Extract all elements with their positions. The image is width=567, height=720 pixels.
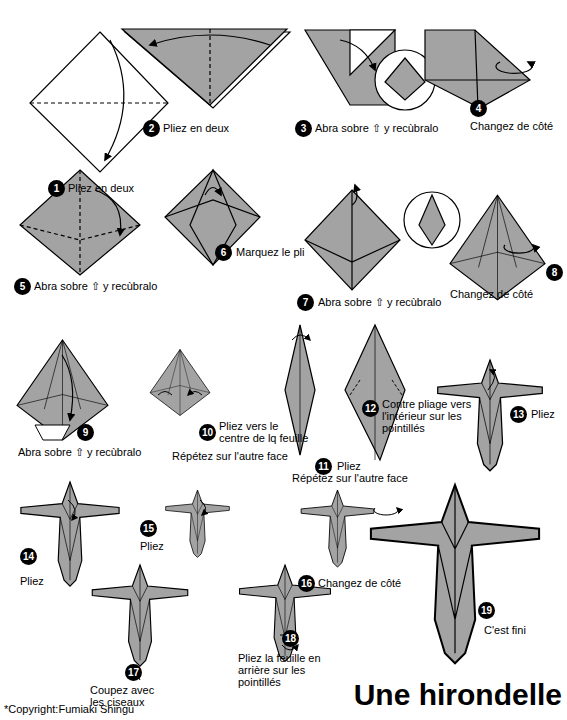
- step-number: 1: [48, 180, 65, 197]
- step-number: 9: [77, 424, 94, 441]
- step-number: 4: [470, 100, 487, 117]
- step-number: 10: [199, 424, 216, 441]
- step-number-text: 15: [143, 523, 154, 534]
- step-instruction: Changez de côté: [450, 288, 533, 300]
- step-number: 6: [215, 244, 232, 261]
- step-instruction: Répétez sur l'autre face: [172, 450, 288, 462]
- step-number: 19: [478, 602, 495, 619]
- step-number: 12: [362, 400, 379, 417]
- step-instruction: Pliez: [531, 408, 555, 420]
- step-instruction: Changez de côté: [470, 120, 553, 132]
- step-instruction: Pliez: [140, 540, 164, 552]
- step-number-text: 4: [476, 103, 482, 114]
- step-number: 13: [510, 406, 527, 423]
- step-number-text: 13: [513, 409, 524, 420]
- step-instruction: Répétez sur l'autre face: [292, 472, 408, 484]
- step-number-text: 8: [552, 267, 558, 278]
- step-number: 14: [20, 548, 37, 565]
- step-instruction: Pliez: [337, 460, 361, 472]
- step-number-text: 6: [221, 247, 227, 258]
- step-number: 17: [125, 664, 142, 681]
- step-number-text: 2: [149, 123, 155, 134]
- step-instruction: Marquez le pli: [236, 246, 304, 258]
- step-instruction: Pliez: [20, 575, 44, 587]
- step-instruction: Abra sobre ⇧ y recùbralo: [315, 122, 438, 134]
- step-number: 3: [295, 120, 312, 137]
- step-number-text: 19: [481, 605, 492, 616]
- step-number-text: 18: [285, 633, 296, 644]
- step-instruction: Pliez en deux: [163, 122, 229, 134]
- step-instruction: Pliez vers le centre de lq feuille: [219, 420, 309, 444]
- step-instruction: Abra sobre ⇧ y recùbralo: [18, 446, 141, 458]
- step-number-text: 7: [303, 297, 309, 308]
- step-number-text: 12: [365, 403, 376, 414]
- step-instruction: Pliez la feuille en arrière sur les poin…: [238, 652, 348, 688]
- step-instruction: C'est fini: [484, 624, 526, 636]
- step-number-text: 3: [301, 123, 307, 134]
- step-instruction: Contre pliage vers l'intérieur sur les p…: [382, 398, 494, 434]
- step-instruction: Abra sobre ⇧ y recùbralo: [34, 280, 157, 292]
- step-number: 15: [140, 520, 157, 537]
- step-instruction: *Copyright:Fumiaki Shingu: [4, 703, 134, 715]
- step-number-text: 17: [128, 667, 139, 678]
- step-number-text: 10: [202, 427, 213, 438]
- step-instruction: Changez de côté: [318, 577, 401, 589]
- step-instruction: Pliez en deux: [68, 182, 134, 194]
- step-number-text: 1: [54, 183, 60, 194]
- step-number: 18: [282, 630, 299, 647]
- step-number: 5: [14, 278, 31, 295]
- step-number: 16: [298, 575, 315, 592]
- step-number-text: 11: [318, 461, 329, 472]
- step-number-text: 5: [20, 281, 26, 292]
- step-number-text: 16: [301, 578, 312, 589]
- step-number: 7: [297, 294, 314, 311]
- step-number: 8: [546, 264, 563, 281]
- step-number: 2: [143, 120, 160, 137]
- title: Une hirondelle: [354, 678, 562, 712]
- step-instruction: Abra sobre ⇧ y recùbralo: [318, 296, 441, 308]
- step-number-text: 9: [83, 427, 89, 438]
- step-number-text: 14: [23, 551, 34, 562]
